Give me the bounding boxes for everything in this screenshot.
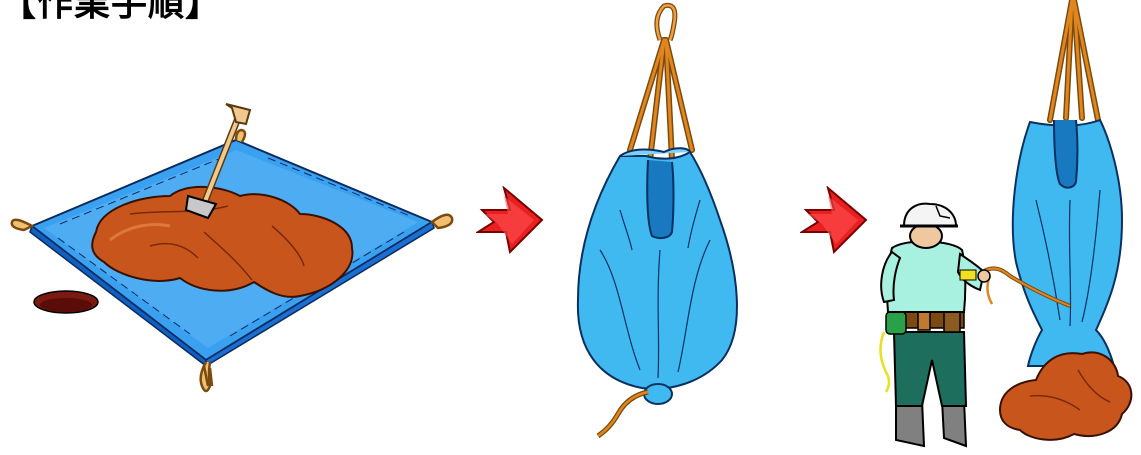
tarp-soil-shovel-icon [0, 0, 470, 455]
helmet-icon [904, 204, 956, 226]
soil-pile-icon [1000, 352, 1131, 439]
worker-icon [880, 204, 990, 446]
arrow-right-icon [476, 186, 546, 256]
hanging-bag-icon [560, 0, 780, 455]
worker-release-icon [860, 0, 1141, 455]
